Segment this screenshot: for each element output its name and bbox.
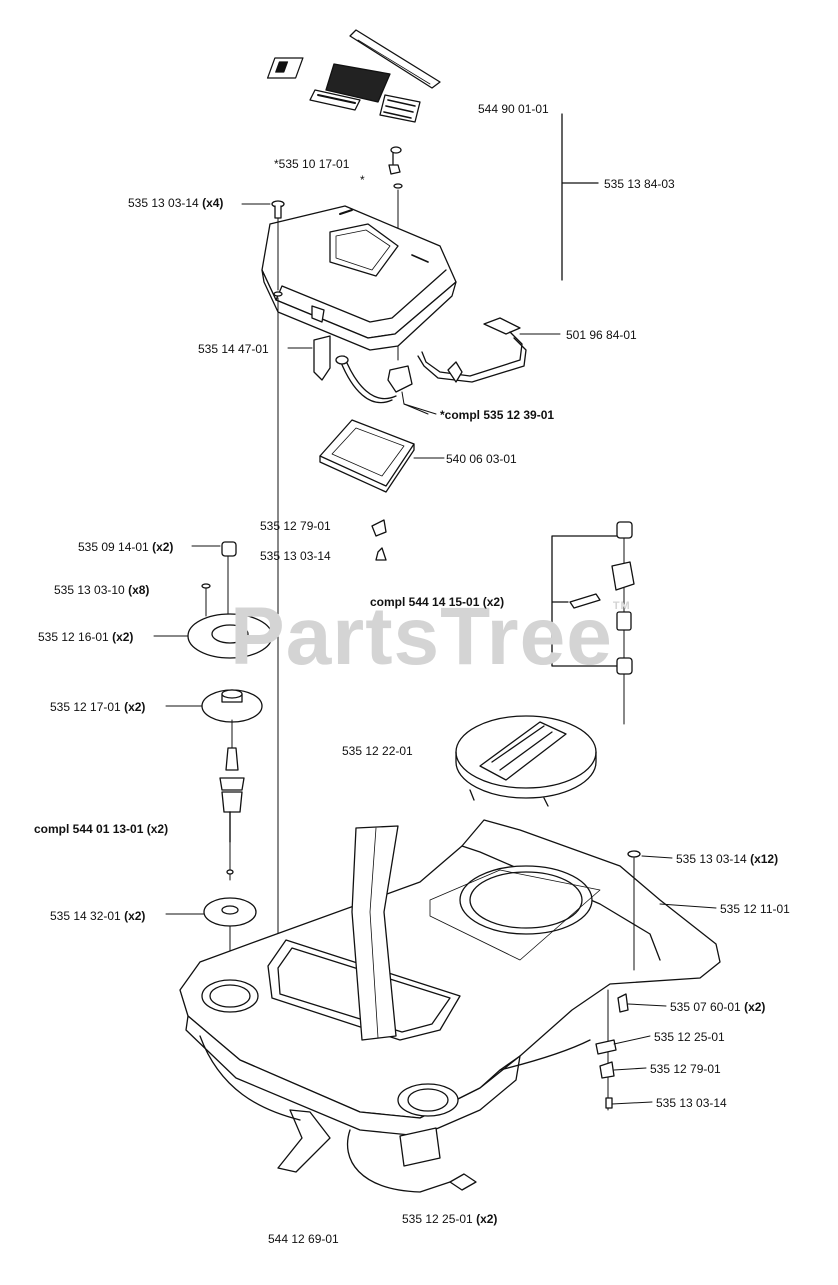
label-535-14-32-01[interactable]: 535 14 32-01 (x2)	[50, 909, 146, 923]
label-544-12-69-01[interactable]: 544 12 69-01	[268, 1232, 339, 1246]
side-fasteners	[595, 850, 641, 1111]
right-stack	[551, 521, 635, 725]
label-535-12-22-01[interactable]: 535 12 22-01	[342, 744, 413, 758]
label-501-96-84-01[interactable]: 501 96 84-01	[566, 328, 637, 342]
watermark: PartsTreeTM	[230, 591, 631, 682]
label-535-14-47-01[interactable]: 535 14 47-01	[198, 342, 269, 356]
label-535-12-79-01-top[interactable]: 535 12 79-01	[260, 519, 331, 533]
label-540-06-03-01[interactable]: 540 06 03-01	[446, 452, 517, 466]
label-535-13-84-03[interactable]: 535 13 84-03	[604, 177, 675, 191]
chassis	[179, 819, 721, 1193]
top-cover	[261, 205, 457, 351]
label-535-12-11-01[interactable]: 535 12 11-01	[720, 902, 790, 916]
kit-bracket-line	[561, 113, 599, 281]
sensor-part	[313, 335, 429, 415]
label-compl-544-14-15-01[interactable]: compl 544 14 15-01 (x2)	[370, 595, 505, 609]
clip-part	[371, 519, 387, 537]
label-535-10-17-01[interactable]: *535 10 17-01	[274, 157, 350, 171]
label-544-90-01-01[interactable]: 544 90 01-01	[478, 102, 549, 116]
label-535-12-25-01-x2[interactable]: 535 12 25-01 (x2)	[402, 1212, 498, 1226]
label-asterisk: *	[360, 173, 365, 187]
label-535-13-03-10[interactable]: 535 13 03-10 (x8)	[54, 583, 150, 597]
label-compl-544-01-13-01[interactable]: compl 544 01 13-01 (x2)	[34, 822, 169, 836]
label-compl-535-12-39-01[interactable]: *compl 535 12 39-01	[440, 408, 555, 422]
height-adjust-disc	[455, 715, 597, 807]
label-535-13-03-14-x4[interactable]: 535 13 03-14 (x4)	[128, 196, 224, 210]
label-535-12-16-01[interactable]: 535 12 16-01 (x2)	[38, 630, 134, 644]
label-535-13-03-14-bottom[interactable]: 535 13 03-14	[656, 1096, 727, 1110]
label-535-07-60-01[interactable]: 535 07 60-01 (x2)	[670, 1000, 766, 1014]
label-535-09-14-01[interactable]: 535 09 14-01 (x2)	[78, 540, 174, 554]
small-screw-part	[375, 547, 387, 561]
leader-lines	[153, 203, 717, 1105]
plate-part	[319, 419, 415, 493]
screw-part	[271, 200, 285, 1001]
label-535-12-25-01[interactable]: 535 12 25-01	[654, 1030, 725, 1044]
label-535-12-17-01[interactable]: 535 12 17-01 (x2)	[50, 700, 146, 714]
label-535-12-79-01-bottom[interactable]: 535 12 79-01	[650, 1062, 721, 1076]
handle-part	[417, 317, 527, 383]
label-535-13-03-14-x12[interactable]: 535 13 03-14 (x12)	[676, 852, 779, 866]
decal-set	[266, 29, 441, 123]
label-535-13-03-14-mid[interactable]: 535 13 03-14	[260, 549, 331, 563]
